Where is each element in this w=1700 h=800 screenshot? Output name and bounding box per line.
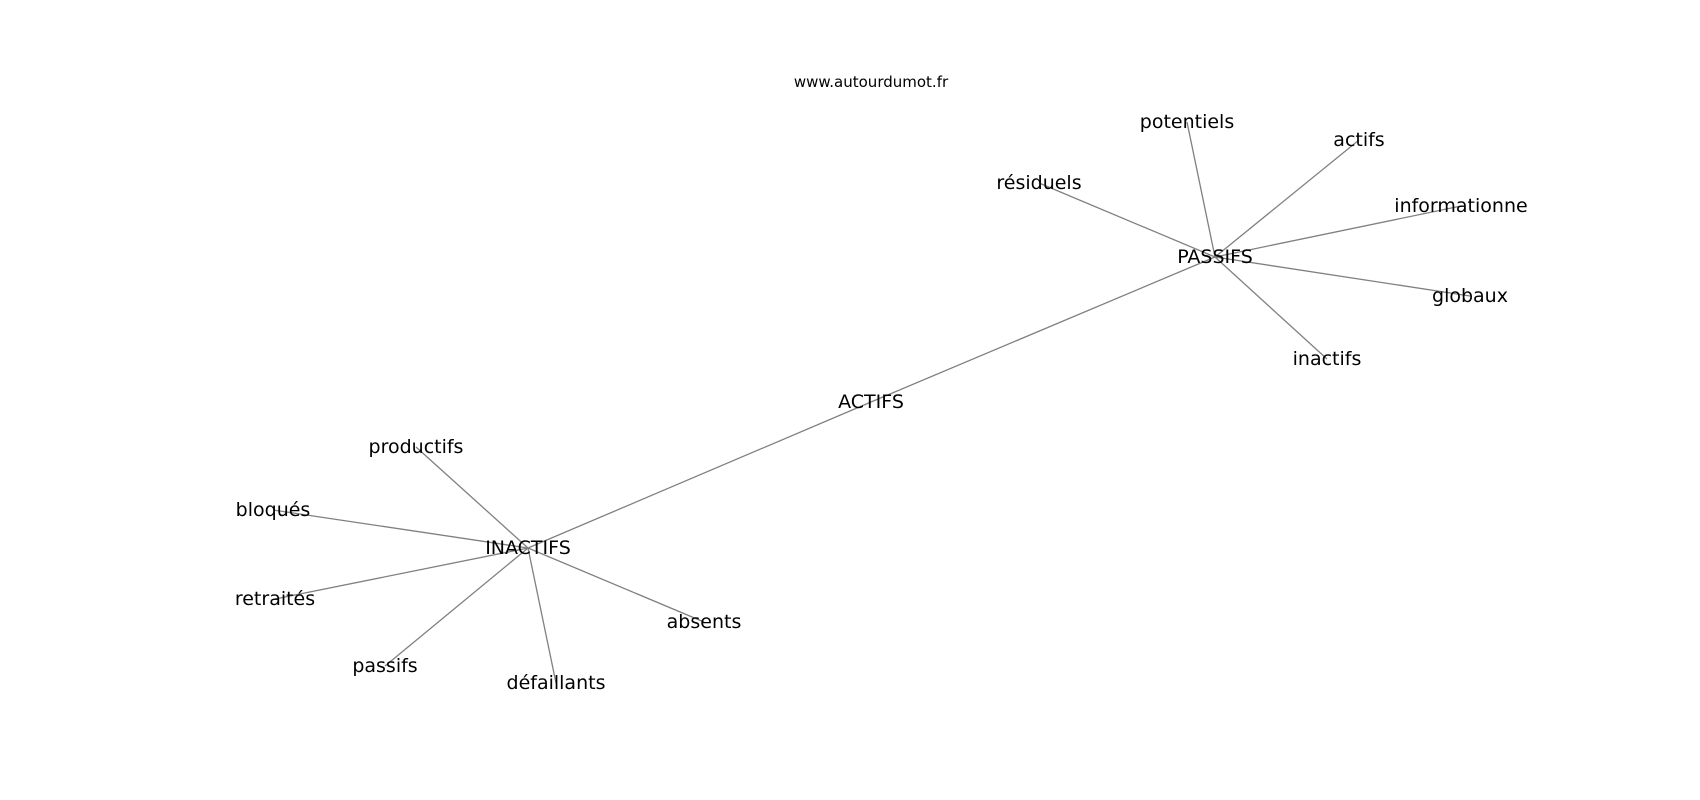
node-label-passifs[interactable]: PASSIFS: [1177, 246, 1253, 268]
edge-passifs-actifs: [1214, 139, 1360, 258]
node-label-actifs[interactable]: ACTIFS: [838, 391, 904, 413]
edge-passifs-globaux: [1214, 256, 1471, 297]
node-label-inactifs[interactable]: inactifs: [1293, 348, 1362, 370]
edge-passifs-potentiels: [1186, 121, 1216, 258]
source-watermark: www.autourdumot.fr: [794, 73, 949, 91]
node-label-informationne[interactable]: informationne: [1394, 195, 1527, 217]
edge-inactifs-retraites: [274, 547, 529, 600]
edge-passifs-informationne: [1214, 205, 1462, 258]
graph-node-labels: ACTIFS PASSIFS INACTIFS potentiels actifs rés…: [235, 111, 1528, 694]
node-label-passifs[interactable]: passifs: [352, 655, 417, 677]
edge-inactifs-absents: [527, 547, 705, 623]
node-label-globaux[interactable]: globaux: [1432, 285, 1508, 307]
node-label-bloques[interactable]: bloqués: [236, 499, 311, 521]
edge-actifs-inactifs: [527, 401, 872, 549]
node-label-potentiels[interactable]: potentiels: [1140, 111, 1234, 133]
node-label-absents[interactable]: absents: [667, 611, 742, 633]
node-label-retraites[interactable]: retraités: [235, 588, 315, 610]
node-label-defaillants[interactable]: défaillants: [507, 672, 606, 694]
edge-inactifs-passifs: [384, 547, 529, 667]
edge-inactifs-productifs: [415, 446, 529, 549]
graph-edges: [272, 121, 1471, 684]
edge-passifs-inactifs: [1214, 256, 1328, 360]
edge-inactifs-bloques: [272, 509, 529, 549]
node-label-productifs[interactable]: productifs: [369, 436, 464, 458]
edge-actifs-passifs: [870, 256, 1216, 403]
edge-passifs-residuels: [1038, 182, 1216, 258]
edge-inactifs-defaillants: [527, 547, 557, 684]
node-label-inactifs[interactable]: INACTIFS: [485, 537, 571, 559]
node-label-residuels[interactable]: résiduels: [996, 172, 1081, 194]
node-label-actifs[interactable]: actifs: [1333, 129, 1384, 151]
